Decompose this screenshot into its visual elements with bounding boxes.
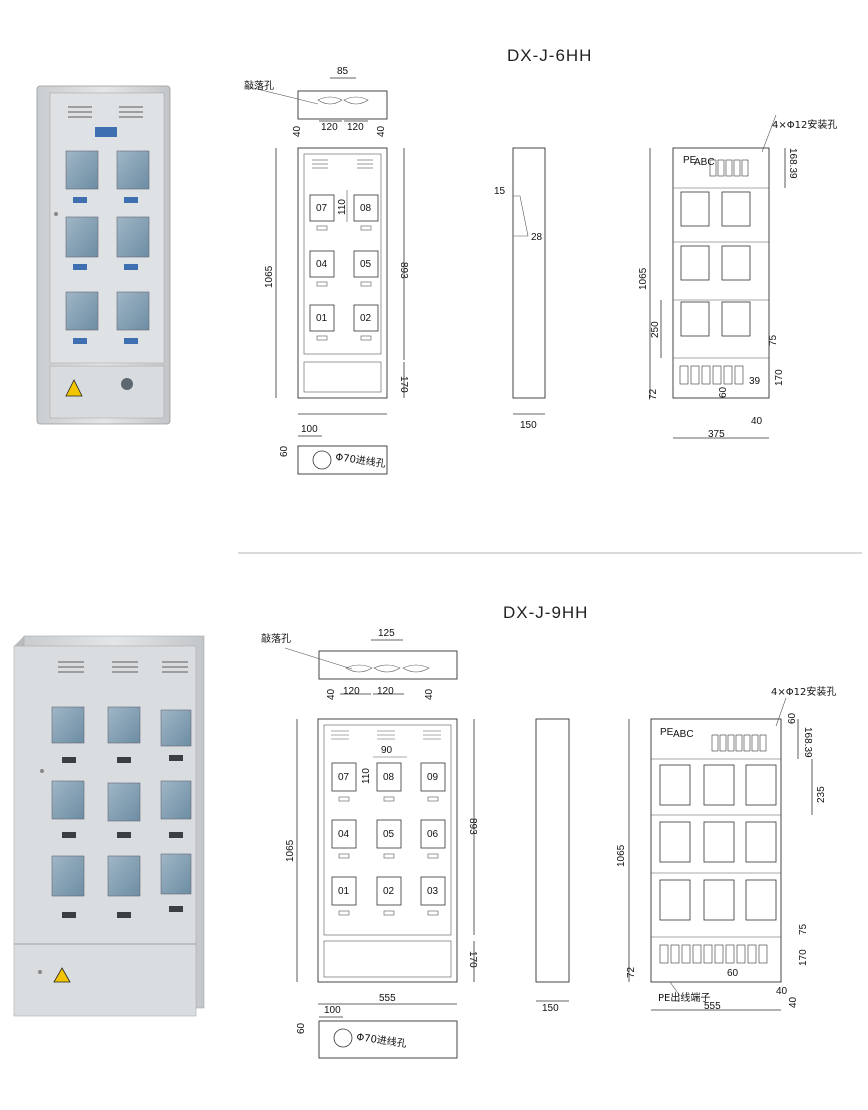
rear-view-6hh [649, 114, 786, 439]
dim-170-bottom: 170 [798, 949, 809, 966]
dim-w2-top: 120 [347, 122, 364, 133]
meter-9hh-09: 09 [427, 772, 439, 783]
meter-08: 08 [360, 203, 372, 214]
meter-9hh-06: 06 [427, 829, 439, 840]
abc-label-top: ABC [694, 157, 715, 168]
dim-40a-bottom: 40 [776, 986, 788, 997]
dim-60-top: 60 [718, 386, 729, 398]
front-view-9hh [296, 718, 475, 1005]
meter-9hh-02: 02 [383, 886, 395, 897]
dim-offset-top: 100 [301, 424, 318, 435]
dim-depth-top: 150 [520, 420, 537, 431]
mount-holes-top: 4×Φ12安装孔 [772, 118, 837, 131]
pe-out-label: PE出线端子 [658, 991, 710, 1004]
meter-02: 02 [360, 313, 372, 324]
dim-40-top: 40 [751, 416, 763, 427]
knockout-label-bottom: 敲落孔 [261, 632, 291, 645]
pe-label-bottom: PE [660, 727, 674, 738]
dim-depth-bottom: 150 [542, 1003, 559, 1014]
dim-width-rear-bottom: 555 [704, 1001, 721, 1012]
dim-spacing-top: 85 [337, 66, 349, 77]
bottom-view-6hh [297, 435, 388, 475]
bottom-view-9hh [318, 1016, 458, 1059]
front-view-6hh [275, 147, 405, 415]
dim-pitch-h-bottom: 90 [381, 745, 393, 756]
meter-05: 05 [360, 259, 372, 270]
dim-spacing-bottom: 125 [378, 628, 395, 639]
knockout-top-view-6hh [244, 77, 388, 122]
dim-60-bottom: 60 [727, 968, 739, 979]
dim-top-top: 168.39 [787, 148, 798, 179]
dim-75-top: 75 [768, 334, 779, 346]
cabinet-photo-9hh [13, 635, 205, 1017]
dim-60-top-bottom: 60 [787, 712, 798, 724]
dim-w1-top: 120 [321, 122, 338, 133]
dim-w2-bottom: 120 [377, 686, 394, 697]
dim-h-rear-top: 1065 [638, 267, 649, 290]
dim-width-bottom: 555 [379, 993, 396, 1004]
side-view-9hh [535, 718, 570, 1002]
dim-edge-r-top: 40 [376, 125, 387, 137]
dim-pitch-v-bottom: 110 [361, 768, 372, 784]
dim-72-top: 72 [648, 388, 659, 400]
dim-width-top: 375 [708, 429, 725, 440]
cabinet-photo-6hh [36, 85, 171, 425]
meter-9hh-08: 08 [383, 772, 395, 783]
dim-inner-top: 893 [398, 262, 409, 279]
dim-edge-r-bottom: 40 [424, 688, 435, 700]
dim-hole-h-top: 60 [279, 445, 290, 457]
dim-bottom-top: 170 [398, 376, 409, 393]
dim-w1-bottom: 120 [343, 686, 360, 697]
model-title-top: DX-J-6HH [507, 46, 593, 65]
dim-bottom-bottom: 170 [467, 951, 478, 968]
abc-label-bottom: ABC [673, 729, 694, 740]
dim-side-a-top: 15 [494, 186, 506, 197]
meter-07: 07 [316, 203, 328, 214]
dim-40b-bottom: 40 [788, 996, 799, 1008]
dim-side-b-top: 28 [531, 232, 543, 243]
dim-pitch-top: 110 [337, 199, 348, 215]
dim-offset-bottom: 100 [324, 1005, 341, 1016]
side-view-6hh [512, 147, 546, 415]
meter-04: 04 [316, 259, 328, 270]
dim-pitch-rear-top: 250 [650, 321, 661, 338]
dim-75-bottom: 75 [798, 923, 809, 935]
meter-01: 01 [316, 313, 328, 324]
dim-72-bottom: 72 [626, 966, 637, 978]
meter-9hh-05: 05 [383, 829, 395, 840]
meter-9hh-03: 03 [427, 886, 439, 897]
dim-pitch-rear-bottom: 235 [816, 786, 827, 803]
dim-170-top: 170 [774, 369, 785, 386]
meter-9hh-04: 04 [338, 829, 350, 840]
model-title-bottom: DX-J-9HH [503, 603, 589, 622]
rear-view-9hh [628, 697, 813, 1011]
meter-9hh-01: 01 [338, 886, 350, 897]
knockout-top-view-9hh [284, 639, 458, 695]
dim-hole-h-bottom: 60 [296, 1022, 307, 1034]
dim-edge-l-top: 40 [292, 125, 303, 137]
dim-height-top: 1065 [264, 265, 275, 288]
dim-39-top: 39 [749, 376, 761, 387]
dim-edge-l-bottom: 40 [326, 688, 337, 700]
knockout-label-top: 敲落孔 [244, 79, 274, 92]
mount-holes-bottom: 4×Φ12安装孔 [771, 685, 836, 698]
dim-height-bottom: 1065 [285, 839, 296, 862]
dim-top-bottom: 168.39 [802, 727, 813, 758]
dim-inner-bottom: 893 [467, 818, 478, 835]
pe-label-top: PE [683, 155, 697, 166]
meter-9hh-07: 07 [338, 772, 350, 783]
dim-h-rear-bottom: 1065 [616, 844, 627, 867]
